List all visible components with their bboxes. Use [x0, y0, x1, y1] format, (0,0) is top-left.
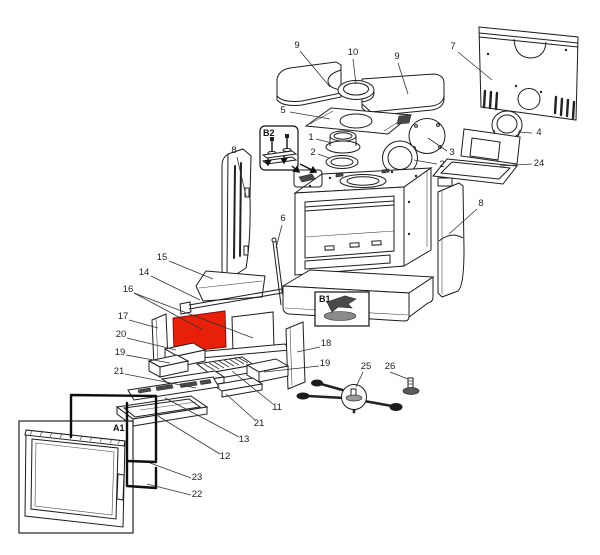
part-label-17[interactable]: 17 [118, 311, 129, 322]
part-top-plate-left [276, 61, 342, 106]
part-label-14[interactable]: 14 [139, 267, 150, 278]
part-label-6[interactable]: 6 [280, 213, 285, 224]
part-label-23[interactable]: 23 [192, 472, 203, 483]
part-shield-bracket [432, 128, 521, 185]
part-side-panel-left [221, 148, 252, 278]
firebox-body [293, 167, 433, 276]
part-operating-rod [271, 237, 285, 306]
part-label-11[interactable]: 11 [272, 402, 282, 413]
leader-lines [124, 50, 533, 496]
callout-box-b1: B1 [314, 291, 370, 327]
part-label-24[interactable]: 24 [534, 158, 545, 169]
part-front-grille [127, 376, 220, 401]
part-label-18[interactable]: 18 [321, 338, 332, 349]
part-gasket-ring-top [325, 155, 359, 169]
part-back-panel [478, 26, 579, 121]
door-handle [116, 473, 125, 501]
part-label-19-left[interactable]: 19 [115, 347, 126, 358]
part-label-19-right[interactable]: 19 [320, 358, 331, 369]
part-label-8-left[interactable]: 8 [231, 145, 236, 156]
part-adjustable-foot [402, 377, 420, 395]
part-label-21-right[interactable]: 21 [254, 418, 265, 429]
part-label-2-left[interactable]: 2 [310, 147, 315, 158]
part-feet-assembly [296, 379, 403, 414]
part-label-20[interactable]: 20 [116, 329, 127, 340]
part-top-plate-right [361, 73, 445, 117]
part-ash-drawer [115, 395, 209, 427]
part-gasket-cord-inner [125, 401, 158, 490]
part-scraper-rod [179, 288, 283, 315]
callout-label-b1: B1 [319, 294, 331, 304]
part-label-3[interactable]: 3 [449, 147, 454, 158]
mount-bracket-callout-box [293, 169, 323, 188]
part-label-8-right[interactable]: 8 [478, 198, 483, 209]
part-label-22[interactable]: 22 [192, 489, 203, 500]
part-label-4[interactable]: 4 [536, 127, 541, 138]
part-flue-collar [325, 130, 361, 154]
part-label-16[interactable]: 16 [123, 284, 134, 295]
part-top-frame-plate [304, 107, 413, 135]
part-label-2-right[interactable]: 2 [439, 159, 444, 170]
part-blanking-plate [408, 118, 446, 154]
highlighted-part-16 [172, 310, 227, 354]
part-side-panel-right [437, 177, 465, 298]
part-label-9-right[interactable]: 9 [394, 51, 399, 62]
part-label-13[interactable]: 13 [239, 434, 250, 445]
part-label-5[interactable]: 5 [280, 105, 285, 116]
part-bottom-brick-left-lower [147, 354, 190, 378]
part-rear-brick-highlighted[interactable] [172, 310, 227, 354]
callout-box-a1: A1 [18, 420, 134, 534]
callout-label-b2: B2 [263, 128, 275, 138]
part-top-disc [337, 80, 375, 100]
callout-box-b2: B2 [259, 125, 318, 174]
callout-label-a1: A1 [113, 423, 125, 433]
part-gasket-cord-outer [69, 393, 158, 464]
part-label-7[interactable]: 7 [450, 41, 455, 52]
part-label-12[interactable]: 12 [220, 451, 231, 462]
part-side-brick-right [285, 321, 306, 390]
part-label-21-left[interactable]: 21 [114, 366, 125, 377]
part-baffle-plate [195, 270, 266, 302]
part-label-1[interactable]: 1 [308, 132, 313, 143]
part-label-26[interactable]: 26 [385, 361, 396, 372]
part-label-25[interactable]: 25 [361, 361, 372, 372]
part-label-10[interactable]: 10 [348, 47, 359, 58]
part-label-15[interactable]: 15 [157, 252, 168, 263]
part-label-9-left[interactable]: 9 [294, 40, 299, 51]
